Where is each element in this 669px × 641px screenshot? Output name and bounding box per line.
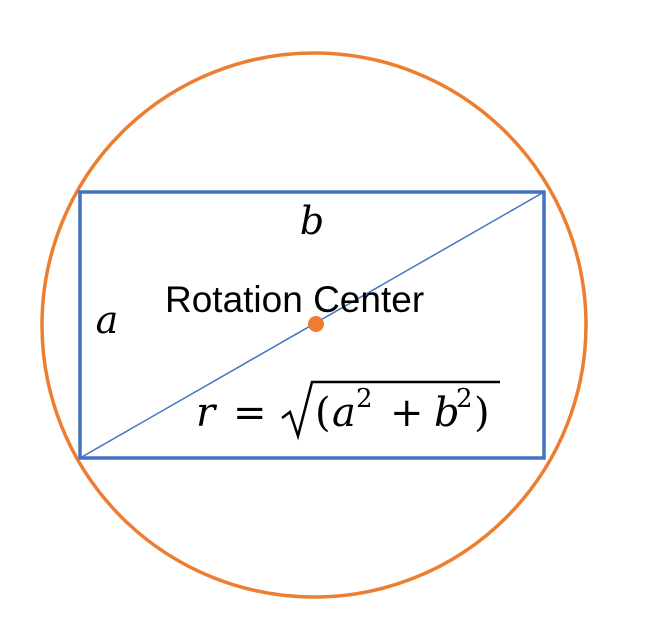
formula-close-paren: ) <box>474 390 490 436</box>
rectangle <box>78 190 546 460</box>
formula-a-exponent: 2 <box>356 384 373 414</box>
circumscribed-circle <box>40 51 588 599</box>
formula-a: a <box>332 390 356 436</box>
rotation-center-label: Rotation Center <box>165 279 424 320</box>
formula-b-exponent: 2 <box>456 384 473 414</box>
formula-equals: = <box>233 390 267 436</box>
formula-open-paren: ( <box>315 390 331 436</box>
radius-formula: r = ( a 2 + b 2 ) <box>196 380 500 441</box>
radical-sign-icon <box>281 380 500 441</box>
formula-r: r <box>196 390 218 436</box>
formula-b: b <box>434 390 460 436</box>
rotation-center-dot <box>308 316 324 332</box>
formula-plus: + <box>390 390 424 436</box>
side-a-label: a <box>96 298 119 342</box>
side-b-label: b <box>300 199 324 243</box>
